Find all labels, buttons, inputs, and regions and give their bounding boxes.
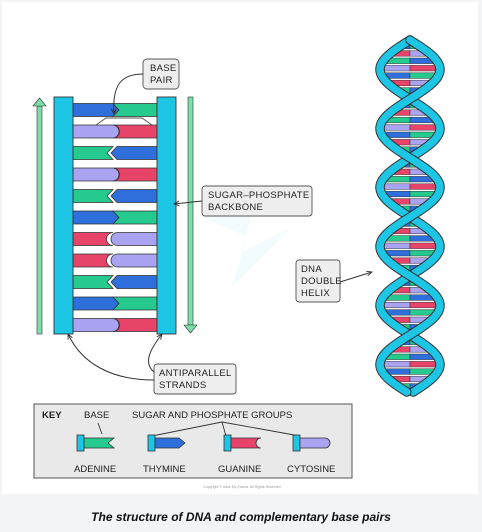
figure-caption: The structure of DNA and complementary b… (91, 510, 391, 524)
ladder-base-right-thymine (110, 146, 158, 160)
key-adenine-label: ADENINE (74, 464, 116, 475)
helix-label-line-1: DNA (301, 264, 322, 275)
ladder-base-left-adenine (72, 275, 114, 289)
right-direction-arrowhead (183, 324, 198, 334)
ladder-base-right-thymine (110, 189, 158, 203)
base-pair-label: BASE PAIR (142, 58, 180, 90)
key-cytosine-sugar (292, 434, 301, 452)
key-title: KEY (42, 410, 62, 421)
left-backbone (53, 96, 74, 335)
base-pair-label-line-1: BASE (150, 63, 177, 74)
key-thymine-base (154, 437, 186, 449)
key-cytosine-label: CYTOSINE (287, 464, 335, 475)
sugar-phosphate-backbones (53, 96, 177, 335)
antiparallel-pointer-right (148, 334, 162, 373)
diagram-card: BASE PAIR SUGAR–PHOSPHATE BACKBONE DNA D… (2, 2, 478, 494)
double-helix (375, 35, 445, 397)
antiparallel-label: ANTIPARALLEL STRANDS (153, 363, 237, 395)
backbone-label-line-1: SUGAR–PHOSPHATE (208, 190, 309, 201)
ladder-base-left-cytosine (72, 124, 120, 139)
backbone-pointer (174, 200, 203, 204)
ladder-base-left-cytosine (72, 318, 120, 332)
backbone-label: SUGAR–PHOSPHATE BACKBONE (201, 185, 313, 217)
key-adenine-sugar (76, 434, 85, 452)
helix-strand-a (376, 36, 444, 396)
antiparallel-label-line-2: STRANDS (159, 380, 207, 391)
ladder-base-right-adenine (112, 210, 158, 225)
ladder-base-pairs (72, 103, 158, 332)
ladder-base-left-thymine (72, 210, 120, 225)
key-cytosine-base (299, 437, 331, 449)
key-groups-label: SUGAR AND PHOSPHATE GROUPS (132, 410, 292, 421)
antiparallel-label-line-1: ANTIPARALLEL (159, 368, 232, 379)
ladder-base-right-adenine (112, 103, 158, 117)
key-guanine-label: GUANINE (218, 464, 261, 475)
right-direction-bar (187, 96, 194, 326)
key-guanine-sugar (223, 434, 232, 452)
left-direction-bar (36, 105, 43, 335)
ladder-base-left-thymine (72, 103, 120, 117)
ladder-base-left-adenine (72, 146, 114, 160)
right-backbone (156, 96, 177, 335)
base-pair-bracket (95, 117, 153, 126)
key-groups-pointer (151, 421, 301, 437)
ladder-base-right-adenine (112, 296, 158, 311)
antiparallel-pointer-left (68, 334, 155, 381)
ladder-base-right-guanine (112, 167, 158, 182)
key-thymine-sugar (147, 434, 156, 452)
watermark-text: Copyright © Save My Exams. All Rights Re… (203, 485, 280, 489)
key-adenine-base (83, 437, 116, 449)
helix-label-line-2: DOUBLE (301, 276, 342, 287)
helix-label: DNA DOUBLE HELIX (295, 259, 342, 303)
ladder-base-right-cytosine (110, 253, 158, 268)
strand-direction-arrows (32, 96, 198, 335)
left-direction-arrowhead (32, 97, 47, 107)
helix-label-line-3: HELIX (301, 288, 330, 299)
backbone-label-line-2: BACKBONE (208, 202, 263, 213)
base-pair-label-line-2: PAIR (150, 75, 173, 86)
helix-pointer (339, 272, 372, 283)
key-guanine-base (230, 437, 262, 449)
ladder-base-left-cytosine (72, 167, 120, 182)
ladder-base-left-guanine (72, 232, 114, 246)
ladder-base-right-cytosine (110, 232, 158, 246)
key-panel: KEY BASE SUGAR AND PHOSPHATE GROUPS ADEN… (33, 403, 353, 479)
key-thymine-label: THYMINE (143, 464, 186, 475)
key-base-pointer (97, 422, 103, 435)
ladder-base-left-guanine (72, 253, 114, 268)
ladder-base-left-thymine (72, 296, 120, 311)
ladder-base-right-thymine (110, 275, 158, 289)
dna-diagram: BASE PAIR SUGAR–PHOSPHATE BACKBONE DNA D… (32, 35, 445, 489)
ladder-base-right-guanine (112, 124, 158, 139)
base-pair-pointer (114, 73, 144, 114)
ladder-base-right-guanine (112, 318, 158, 332)
key-base-label: BASE (84, 410, 109, 421)
ladder-base-left-adenine (72, 189, 114, 203)
